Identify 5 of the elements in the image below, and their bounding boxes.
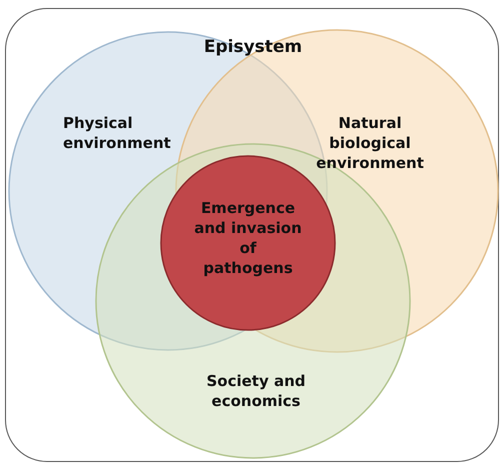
circle-label: Emergence and invasion of pathogens: [193, 198, 303, 278]
circle-label: Society and economics: [205, 371, 307, 411]
diagram-heading: Episystem: [202, 37, 304, 57]
circle-label: Physical environment: [63, 113, 172, 153]
circle-label: Natural biological environment: [315, 113, 425, 173]
